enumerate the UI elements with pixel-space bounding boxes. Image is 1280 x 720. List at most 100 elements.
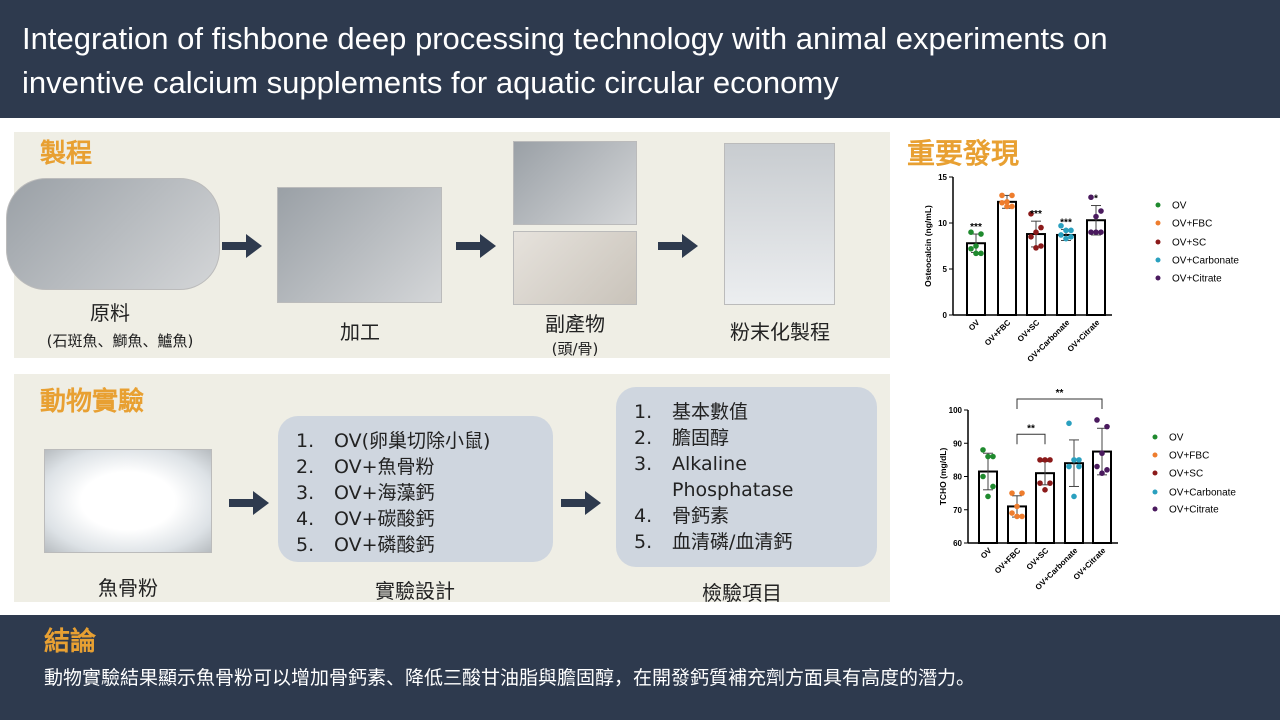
data-point	[973, 243, 979, 249]
title-banner: Integration of fishbone deep processing …	[0, 0, 1280, 118]
data-point	[985, 493, 991, 500]
processing-label: 加工	[340, 320, 380, 344]
design-item: 5.OV+磷酸鈣	[296, 534, 435, 556]
raw-material-label: 原料	[90, 301, 130, 325]
data-point	[1009, 203, 1015, 210]
significance-marker: **	[1056, 388, 1064, 399]
test-item: 4.骨鈣素	[634, 505, 730, 527]
data-point	[1094, 463, 1100, 470]
data-point	[1066, 420, 1072, 427]
x-tick-label: OV+Citrate	[1066, 318, 1102, 354]
data-point	[1004, 203, 1010, 210]
legend-label: OV+SC	[1172, 238, 1206, 249]
significance-marker: ***	[970, 222, 982, 233]
design-item: 3.OV+海藻鈣	[296, 482, 435, 504]
data-point	[1028, 234, 1034, 240]
data-point	[1042, 457, 1048, 463]
data-point	[1071, 457, 1077, 463]
y-tick-label: 100	[949, 406, 963, 415]
significance-marker: *	[1094, 194, 1098, 205]
data-point	[1047, 480, 1053, 486]
data-point	[1076, 457, 1082, 463]
x-tick-label: OV	[979, 546, 994, 561]
data-point	[999, 199, 1005, 206]
legend-dot	[1152, 489, 1158, 495]
data-point	[985, 453, 991, 460]
powder-furnace-photo	[724, 143, 835, 305]
fishbone-powder-label: 魚骨粉	[98, 576, 158, 600]
legend-dot	[1152, 452, 1158, 458]
significance-marker: ***	[1030, 209, 1042, 220]
data-point	[1019, 490, 1025, 496]
data-point	[1004, 199, 1010, 205]
x-tick-label: OV+FBC	[993, 546, 1023, 576]
data-point	[968, 245, 974, 252]
data-point	[1009, 192, 1015, 199]
data-point	[1071, 493, 1077, 500]
data-point	[1037, 480, 1043, 486]
data-point	[1068, 234, 1074, 240]
data-point	[1098, 208, 1104, 214]
data-point	[1063, 235, 1069, 242]
data-point	[999, 192, 1005, 199]
y-tick-label: 15	[938, 173, 947, 182]
arrow-right-icon	[229, 491, 269, 515]
bar	[1056, 233, 1076, 316]
data-point	[1099, 470, 1105, 476]
significance-bracket	[1016, 433, 1046, 445]
data-point	[1019, 513, 1025, 520]
data-point	[990, 483, 996, 490]
processing-photo	[277, 187, 442, 303]
data-point	[1093, 229, 1099, 235]
legend-label: OV+Carbonate	[1169, 488, 1236, 499]
test-item: 3.Alkaline Phosphatase	[634, 453, 794, 501]
data-point	[973, 250, 979, 257]
arrow-right-icon	[658, 234, 698, 258]
title-line-1: Integration of fishbone deep processing …	[22, 21, 1108, 56]
y-tick-label: 90	[953, 439, 962, 448]
legend-label: OV+Citrate	[1169, 505, 1219, 516]
test-items-label: 檢驗項目	[702, 581, 782, 605]
y-tick-label: 10	[938, 219, 947, 228]
data-point	[1094, 417, 1100, 423]
arrow-right-icon	[456, 234, 496, 258]
data-point	[990, 453, 996, 460]
test-items-box: 1.基本數值 2.膽固醇 3.Alkaline Phosphatase 4.骨鈣…	[616, 387, 877, 567]
x-tick-label: OV+SC	[1025, 546, 1051, 572]
experiment-design-box: 1.OV(卵巢切除小鼠) 2.OV+魚骨粉 3.OV+海藻鈣 4.OV+碳酸鈣 …	[278, 416, 553, 562]
legend-dot	[1155, 257, 1161, 263]
y-axis-label: TCHO (mg/dL)	[938, 448, 948, 506]
legend-label: OV+FBC	[1169, 451, 1209, 462]
y-tick-label: 5	[943, 265, 948, 274]
data-point	[1066, 463, 1072, 470]
x-tick-label: OV	[967, 318, 982, 333]
data-point	[1042, 487, 1048, 493]
data-point	[1063, 227, 1069, 234]
legend-label: OV+SC	[1169, 469, 1203, 480]
legend-dot	[1155, 239, 1161, 245]
conclusion-text: 動物實驗結果顯示魚骨粉可以增加骨鈣素、降低三酸甘油脂與膽固醇，在開發鈣質補充劑方…	[44, 667, 976, 689]
legend-label: OV	[1172, 201, 1187, 212]
test-item: 5.血清磷/血清鈣	[634, 531, 793, 553]
findings-heading: 重要發現	[907, 137, 1020, 170]
data-point	[1098, 229, 1104, 235]
bar	[997, 200, 1017, 317]
data-point	[1104, 423, 1110, 430]
powdering-label: 粉末化製程	[730, 320, 830, 344]
animal-heading: 動物實驗	[40, 387, 145, 417]
y-tick-label: 70	[953, 506, 962, 515]
data-point	[1093, 213, 1099, 220]
design-item: 4.OV+碳酸鈣	[296, 508, 435, 530]
data-point	[1033, 229, 1039, 235]
data-point	[1088, 194, 1094, 201]
data-point	[1047, 457, 1053, 463]
design-item: 1.OV(卵巢切除小鼠)	[296, 430, 491, 452]
data-point	[980, 473, 986, 480]
legend-dot	[1155, 202, 1161, 208]
data-point	[1037, 457, 1043, 463]
test-item: 2.膽固醇	[634, 427, 730, 449]
legend-label: OV+Carbonate	[1172, 256, 1239, 267]
byproduct-sub: (頭/骨)	[551, 340, 599, 358]
test-item: 1.基本數值	[634, 401, 749, 423]
